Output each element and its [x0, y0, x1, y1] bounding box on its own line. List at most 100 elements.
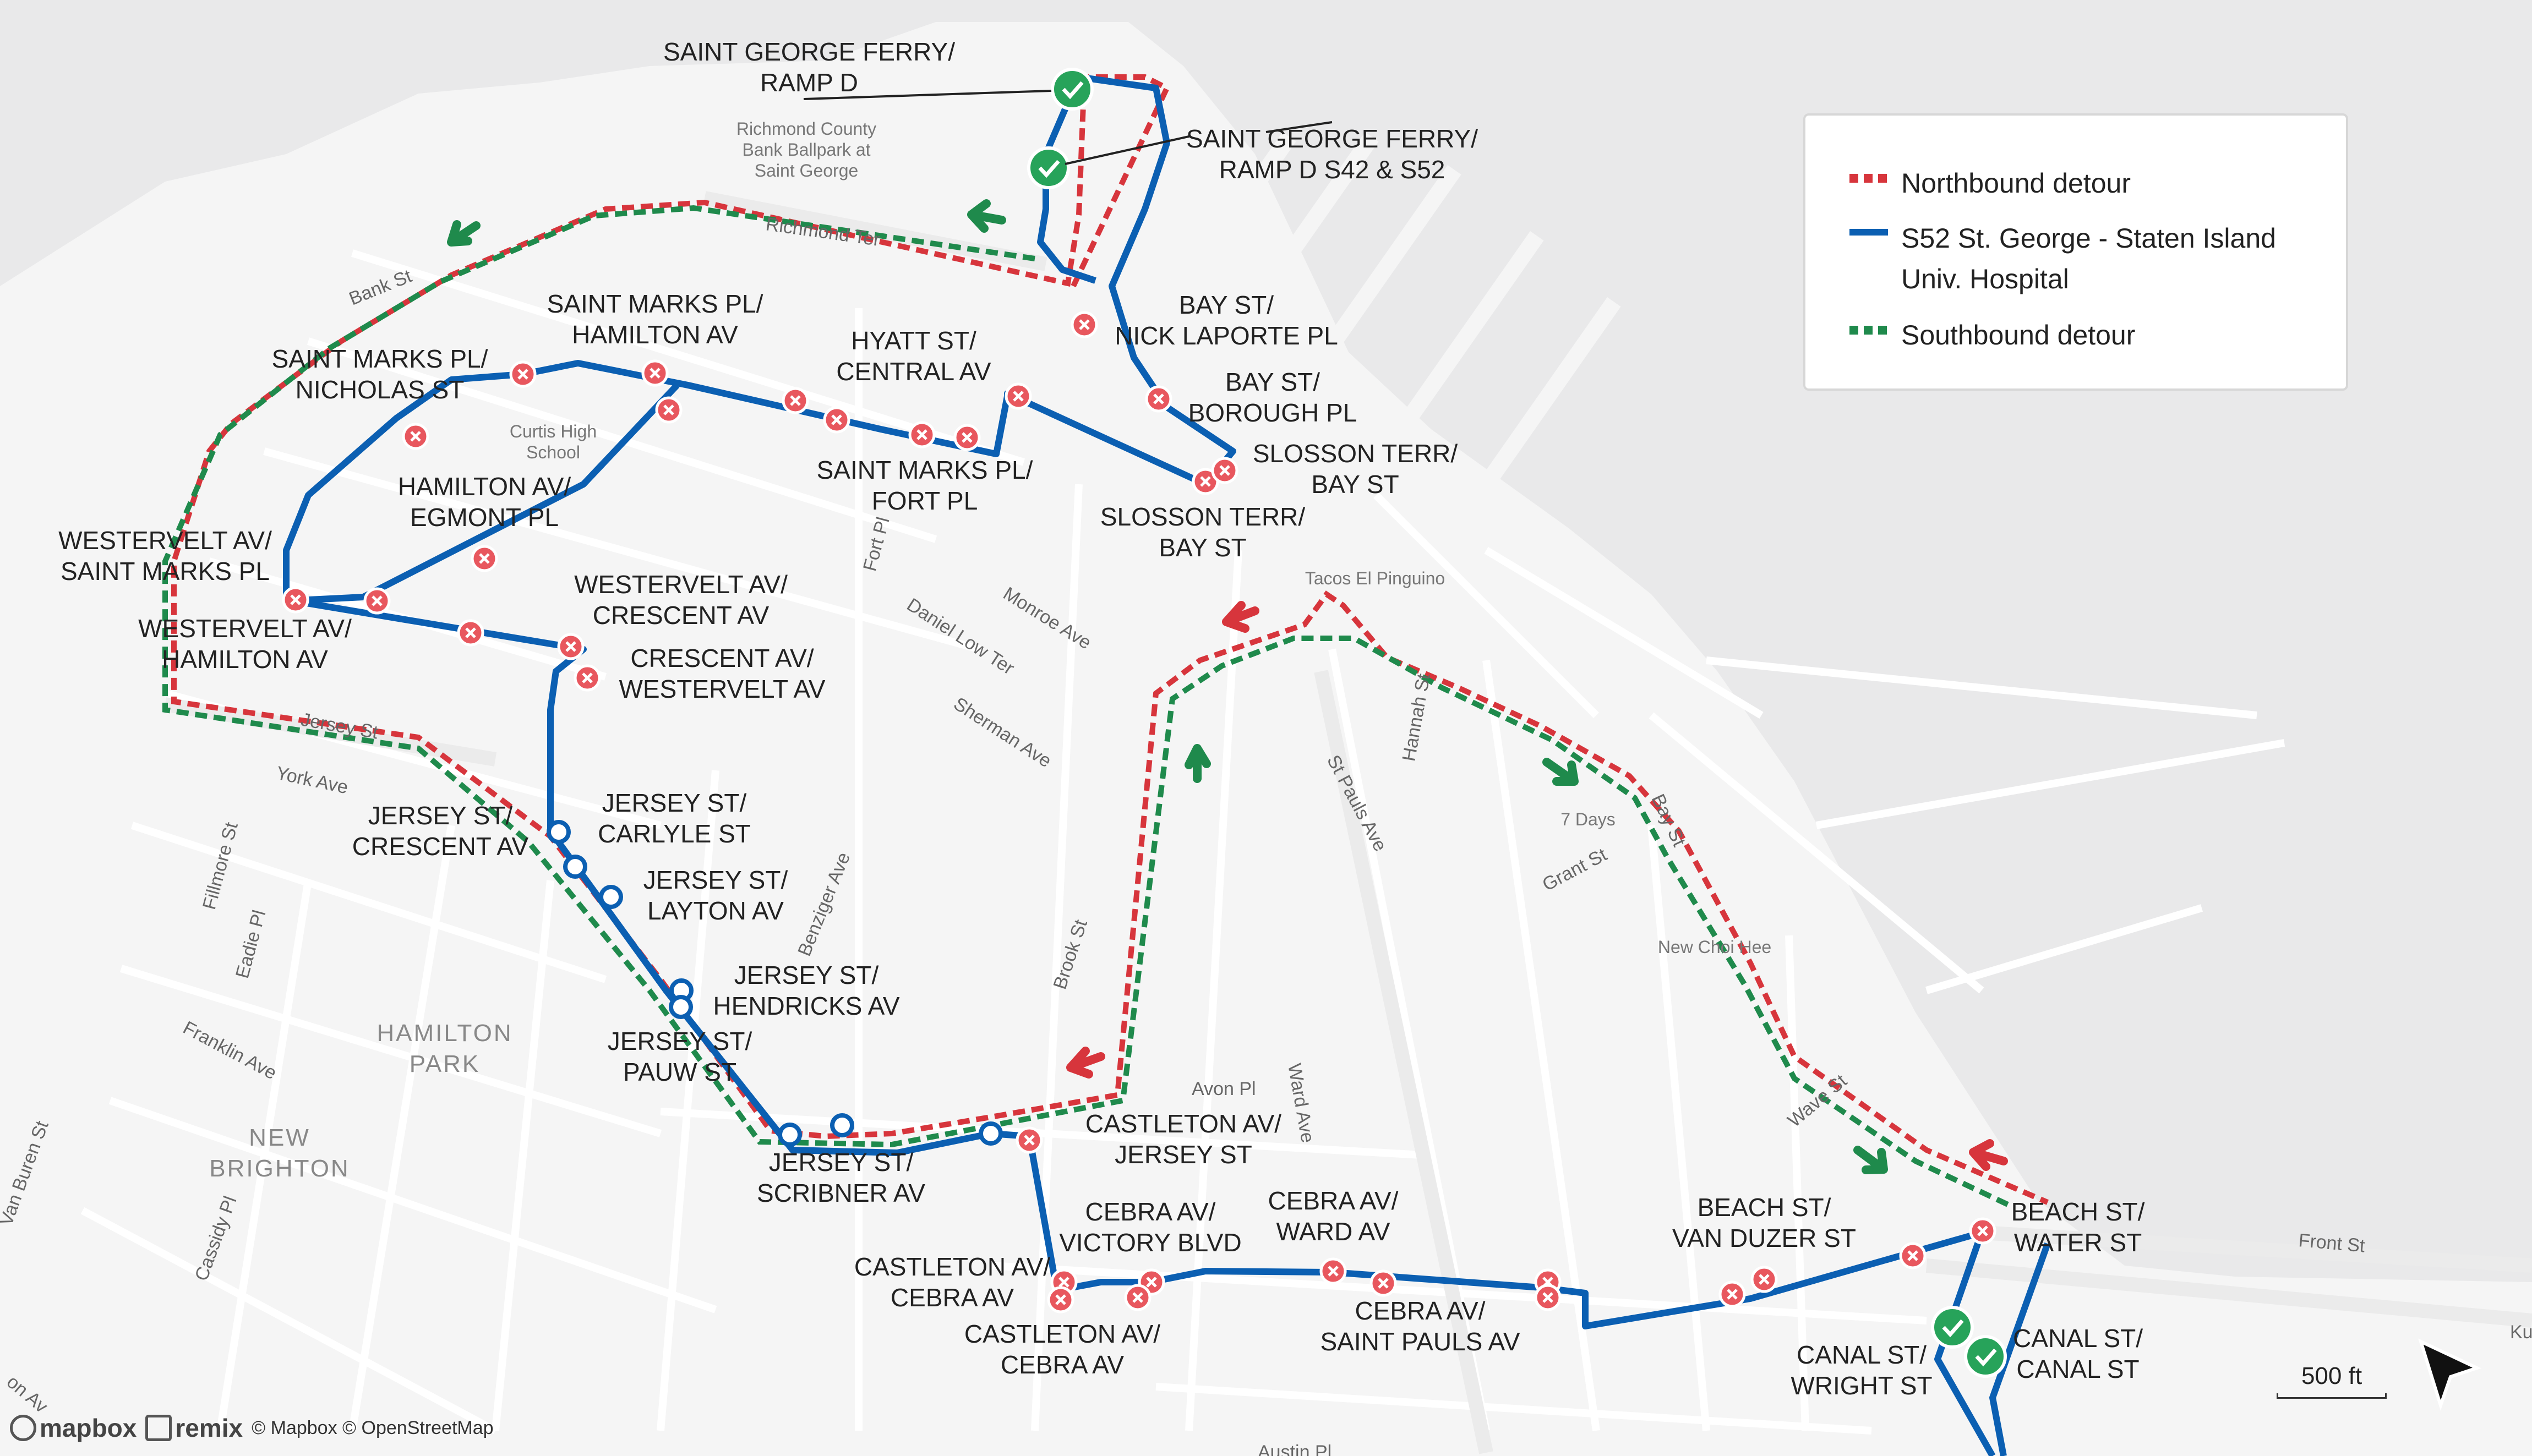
legend-item-northbound: Northbound detour — [1849, 163, 2320, 204]
arrow-right-icon — [1853, 1146, 1888, 1174]
open-stops — [547, 820, 1003, 1147]
red-dashed-line-icon — [1849, 174, 1888, 183]
stop-label: WESTERVELT AV/SAINT MARKS PL — [58, 526, 272, 585]
check-icon — [1931, 1306, 1974, 1349]
stop-label: CANAL ST/WRIGHT ST — [1791, 1340, 1932, 1400]
attribution-text[interactable]: © Mapbox © OpenStreetMap — [252, 1417, 494, 1438]
stop-open-icon — [830, 1113, 854, 1137]
stop-closed-icon — [1899, 1242, 1927, 1269]
stop-label: SLOSSON TERR/BAY ST — [1253, 439, 1458, 499]
legend-item-southbound: Southbound detour — [1849, 315, 2320, 355]
southbound-detour — [162, 205, 2011, 1208]
stop-label: SAINT GEORGE FERRY/RAMP D S42 & S52 — [1186, 124, 1478, 184]
scale-bar: 500 ft — [2277, 1362, 2387, 1399]
stop-closed-icon — [1969, 1217, 1996, 1245]
stop-label: SLOSSON TERR/BAY ST — [1100, 502, 1306, 562]
stop-open-icon — [547, 820, 571, 844]
scale-label: 500 ft — [2301, 1362, 2362, 1389]
street-label: Avon Pl — [1192, 1079, 1256, 1099]
stop-label: JERSEY ST/PAUW ST — [608, 1027, 752, 1086]
stop-closed-icon — [1369, 1269, 1397, 1297]
stop-closed-icon — [282, 586, 309, 614]
stop-closed-icon — [1145, 385, 1172, 413]
street-label: Austin Pl — [1258, 1442, 1332, 1456]
stop-closed-icon — [1211, 457, 1238, 484]
poi-label: 7 Days — [1560, 809, 1616, 829]
piers — [1066, 132, 1621, 514]
stop-open-icon — [778, 1123, 802, 1147]
active-stops — [1027, 68, 2007, 1378]
legend-label: Northbound detour — [1901, 168, 2131, 199]
stop-closed-icon — [509, 360, 537, 388]
stop-label: CEBRA AV/SAINT PAULS AV — [1320, 1296, 1520, 1356]
stop-closed-icon — [1071, 311, 1098, 338]
stop-label: BEACH ST/VAN DUZER ST — [1672, 1193, 1856, 1252]
stop-label: BAY ST/NICK LAPORTE PL — [1115, 291, 1338, 350]
stop-label: CEBRA AV/WARD AV — [1268, 1186, 1399, 1246]
remix-wordmark: remix — [175, 1414, 243, 1442]
stop-closed-icon — [1750, 1266, 1778, 1293]
leader-lines — [803, 90, 1333, 165]
closed-stops — [282, 311, 1996, 1313]
stop-label-layer: SAINT GEORGE FERRY/RAMP D SAINT GEORGE F… — [58, 37, 2144, 1400]
mapbox-logo[interactable]: mapbox — [10, 1413, 137, 1443]
stop-label: WESTERVELT AV/HAMILTON AV — [138, 614, 352, 674]
mapbox-wordmark: mapbox — [40, 1414, 137, 1442]
arrow-right-icon — [1542, 758, 1579, 786]
direction-arrows — [447, 199, 2008, 1174]
stop-label: SAINT MARKS PL/FORT PL — [817, 456, 1033, 515]
legend-item-s52-route: S52 St. George - Staten Island Univ. Hos… — [1849, 218, 2320, 299]
stop-closed-icon — [1016, 1126, 1043, 1154]
stop-closed-icon — [557, 633, 585, 660]
stop-label: SAINT GEORGE FERRY/RAMP D — [663, 37, 955, 97]
remix-logo[interactable]: remix — [145, 1413, 243, 1443]
legend-label: Southbound detour — [1901, 320, 2136, 351]
stop-label: BAY ST/BOROUGH PL — [1188, 368, 1357, 427]
stop-label: HYATT ST/CENTRAL AV — [836, 326, 991, 386]
cursor-arrow-icon — [2418, 1338, 2482, 1411]
stop-closed-icon — [953, 424, 981, 451]
stop-label: SAINT MARKS PL/HAMILTON AV — [547, 289, 763, 349]
stop-closed-icon — [1534, 1284, 1562, 1311]
stop-label: JERSEY ST/CRESCENT AV — [352, 801, 529, 861]
stop-closed-icon — [1718, 1280, 1746, 1308]
check-icon — [1027, 146, 1070, 189]
arrow-left-icon — [447, 220, 481, 247]
stop-label: CASTLETON AV/CEBRA AV — [964, 1320, 1160, 1379]
edge-label: Kum — [2510, 1322, 2532, 1343]
stop-label: JERSEY ST/HENDRICKS AV — [713, 961, 899, 1020]
land-area — [0, 22, 2532, 1456]
stop-label: CEBRA AV/VICTORY BLVD — [1059, 1197, 1242, 1257]
stop-label: BEACH ST/WATER ST — [2011, 1197, 2145, 1257]
green-dashed-line-icon — [1849, 326, 1888, 335]
stop-open-icon — [599, 885, 623, 909]
stop-closed-icon — [655, 396, 683, 424]
legend-label: S52 St. George - Staten Island Univ. Hos… — [1901, 223, 2276, 294]
stop-label: JERSEY ST/LAYTON AV — [643, 866, 788, 925]
s52-route — [283, 74, 2051, 1456]
stop-closed-icon — [823, 406, 850, 434]
stop-closed-icon — [471, 545, 498, 572]
stop-open-icon — [563, 855, 587, 879]
stop-label: JERSEY ST/CARLYLE ST — [598, 789, 751, 848]
stop-label: JERSEY ST/SCRIBNER AV — [757, 1148, 925, 1207]
blue-line-icon — [1849, 229, 1888, 236]
remix-icon — [145, 1415, 172, 1441]
stop-closed-icon — [402, 423, 429, 450]
arrow-left-icon — [1222, 601, 1259, 633]
stop-closed-icon — [1319, 1257, 1347, 1285]
stop-label: HAMILTON AV/EGMONT PL — [398, 472, 571, 532]
scale-ruler — [2277, 1393, 2387, 1399]
stop-label: CRESCENT AV/WESTERVELT AV — [619, 644, 826, 703]
stop-closed-icon — [457, 619, 484, 647]
stop-closed-icon — [641, 359, 669, 387]
check-icon — [1964, 1335, 2007, 1378]
stop-closed-icon — [782, 387, 809, 414]
stop-label: WESTERVELT AV/CRESCENT AV — [574, 570, 788, 630]
